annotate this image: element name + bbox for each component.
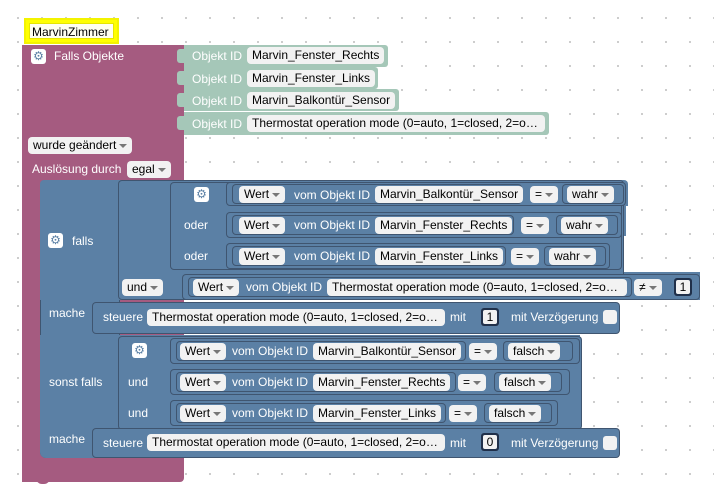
object-id-field[interactable]: Marvin_Fenster_Rechts [247, 47, 385, 64]
trigger-by-dropdown[interactable]: egal [127, 161, 171, 178]
object-id-field[interactable]: Marvin_Fenster_Rechts [375, 217, 513, 234]
und-label: und [128, 406, 149, 420]
operator-dropdown[interactable]: = [458, 374, 487, 391]
object-id-field[interactable]: Marvin_Fenster_Rechts [313, 374, 451, 391]
delay-label: mit Verzögerung [511, 310, 599, 324]
operator-dropdown[interactable]: = [449, 405, 478, 422]
object-id-field[interactable]: Thermostat operation mode (0=auto, 1=clo… [147, 434, 445, 451]
boolean-dropdown[interactable]: falsch [499, 374, 552, 391]
object-id-field[interactable]: Marvin_Fenster_Links [375, 248, 504, 265]
number-input[interactable]: 1 [481, 308, 499, 326]
wert-dropdown[interactable]: Wert [193, 279, 240, 296]
vom-objekt-label: vom Objekt ID [294, 218, 371, 232]
else-if-gear-icon[interactable]: ⚙ [132, 343, 147, 358]
operator-dropdown[interactable]: = [521, 217, 550, 234]
delay-checkbox[interactable] [603, 310, 617, 324]
delay-checkbox[interactable] [603, 436, 617, 450]
wert-dropdown[interactable]: Wert [239, 248, 286, 265]
trigger-by-label: Auslösung durch [32, 162, 122, 176]
mit-label: mit [450, 310, 466, 324]
oder-label: oder [184, 218, 209, 232]
object-id-field[interactable]: Marvin_Fenster_Links [247, 70, 376, 87]
und-label: und [128, 375, 149, 389]
object-id-field[interactable]: Marvin_Balkontür_Sensor [247, 92, 396, 109]
change-type-dropdown[interactable]: wurde geändert [28, 137, 133, 154]
script-title-box[interactable]: MarvinZimmer [24, 18, 119, 44]
vom-objekt-label: vom Objekt ID [232, 344, 309, 358]
object-id-label: Objekt ID [192, 94, 243, 108]
object-id-field[interactable]: Thermostat operation mode (0=auto, 1=clo… [147, 309, 445, 326]
oder-label: oder [184, 249, 209, 263]
wert-dropdown[interactable]: Wert [239, 186, 286, 203]
object-id-field[interactable]: Thermostat operation mode (0=auto, 1=clo… [247, 115, 545, 132]
boolean-dropdown[interactable]: falsch [508, 343, 561, 360]
wert-dropdown[interactable]: Wert [180, 374, 227, 391]
vom-objekt-label: vom Objekt ID [232, 375, 309, 389]
boolean-dropdown[interactable]: wahr [567, 186, 615, 203]
script-title: MarvinZimmer [32, 25, 109, 39]
vom-objekt-label: vom Objekt ID [246, 280, 323, 294]
vom-objekt-label: vom Objekt ID [294, 249, 371, 263]
number-input[interactable]: 0 [481, 433, 499, 451]
mache-label: mache [49, 306, 86, 320]
object-id-label: Objekt ID [192, 49, 243, 63]
object-id-field[interactable]: Thermostat operation mode (0=auto, 1=clo… [327, 279, 627, 296]
logic-operator-dropdown[interactable]: und [122, 279, 164, 296]
vom-objekt-label: vom Objekt ID [294, 188, 371, 202]
mit-label: mit [450, 436, 466, 450]
operator-dropdown[interactable]: = [530, 186, 559, 203]
object-id-field[interactable]: Marvin_Balkontür_Sensor [375, 186, 524, 203]
delay-label: mit Verzögerung [511, 436, 599, 450]
object-id-label: Objekt ID [192, 117, 243, 131]
wert-dropdown[interactable]: Wert [180, 405, 227, 422]
if-gear-icon[interactable]: ⚙ [48, 233, 63, 248]
operator-dropdown[interactable]: = [469, 343, 498, 360]
boolean-dropdown[interactable]: falsch [489, 405, 542, 422]
mache-label: mache [49, 432, 86, 446]
boolean-dropdown[interactable]: wahr [549, 248, 597, 265]
vom-objekt-label: vom Objekt ID [232, 406, 309, 420]
trigger-header: Falls Objekte [54, 49, 125, 63]
or-gear-icon[interactable]: ⚙ [194, 187, 209, 202]
object-id-field[interactable]: Marvin_Fenster_Links [313, 405, 442, 422]
number-input[interactable]: 1 [674, 278, 692, 296]
steuere-label: steuere [103, 310, 144, 324]
steuere-label: steuere [103, 436, 144, 450]
object-id-field[interactable]: Marvin_Balkontür_Sensor [313, 343, 462, 360]
sonst-falls-label: sonst falls [49, 375, 103, 389]
operator-dropdown[interactable]: = [511, 248, 540, 265]
wert-dropdown[interactable]: Wert [180, 343, 227, 360]
operator-dropdown[interactable]: ≠ [634, 279, 662, 296]
boolean-dropdown[interactable]: wahr [561, 217, 609, 234]
object-id-label: Objekt ID [192, 72, 243, 86]
trigger-gear-icon[interactable]: ⚙ [31, 49, 46, 64]
falls-label: falls [72, 234, 94, 248]
wert-dropdown[interactable]: Wert [239, 217, 286, 234]
